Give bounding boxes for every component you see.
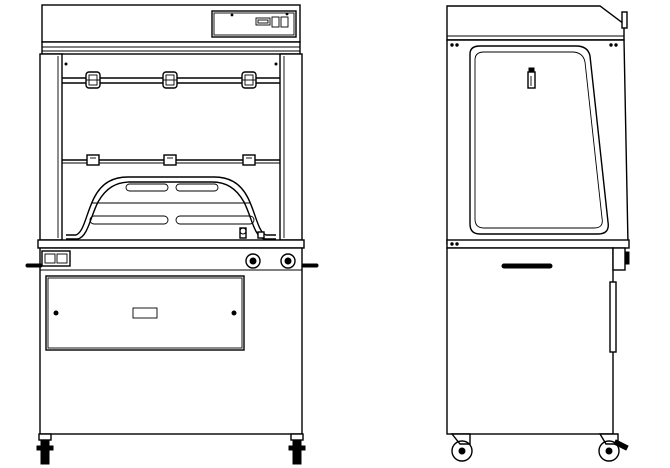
front-base-cabinet (25, 247, 319, 435)
front-casters (36, 433, 306, 465)
upper-clamp-center (162, 71, 178, 89)
side-top-hood (446, 5, 628, 41)
work-deck (37, 239, 305, 249)
upper-rail (62, 71, 280, 89)
side-casters (450, 433, 629, 462)
curved-grab-frame (66, 176, 276, 240)
deck-fittings (239, 227, 265, 239)
side-upper-body (446, 39, 629, 245)
front-view (25, 4, 319, 465)
front-top-hood (41, 4, 301, 43)
side-base-cabinet (446, 247, 630, 435)
upper-clamp-left (85, 71, 101, 89)
side-view (446, 5, 630, 462)
middle-rail (62, 154, 280, 166)
control-panel (211, 10, 297, 38)
upper-clamp-right (241, 71, 257, 89)
front-header-rail (41, 41, 301, 55)
side-deck (446, 239, 630, 249)
